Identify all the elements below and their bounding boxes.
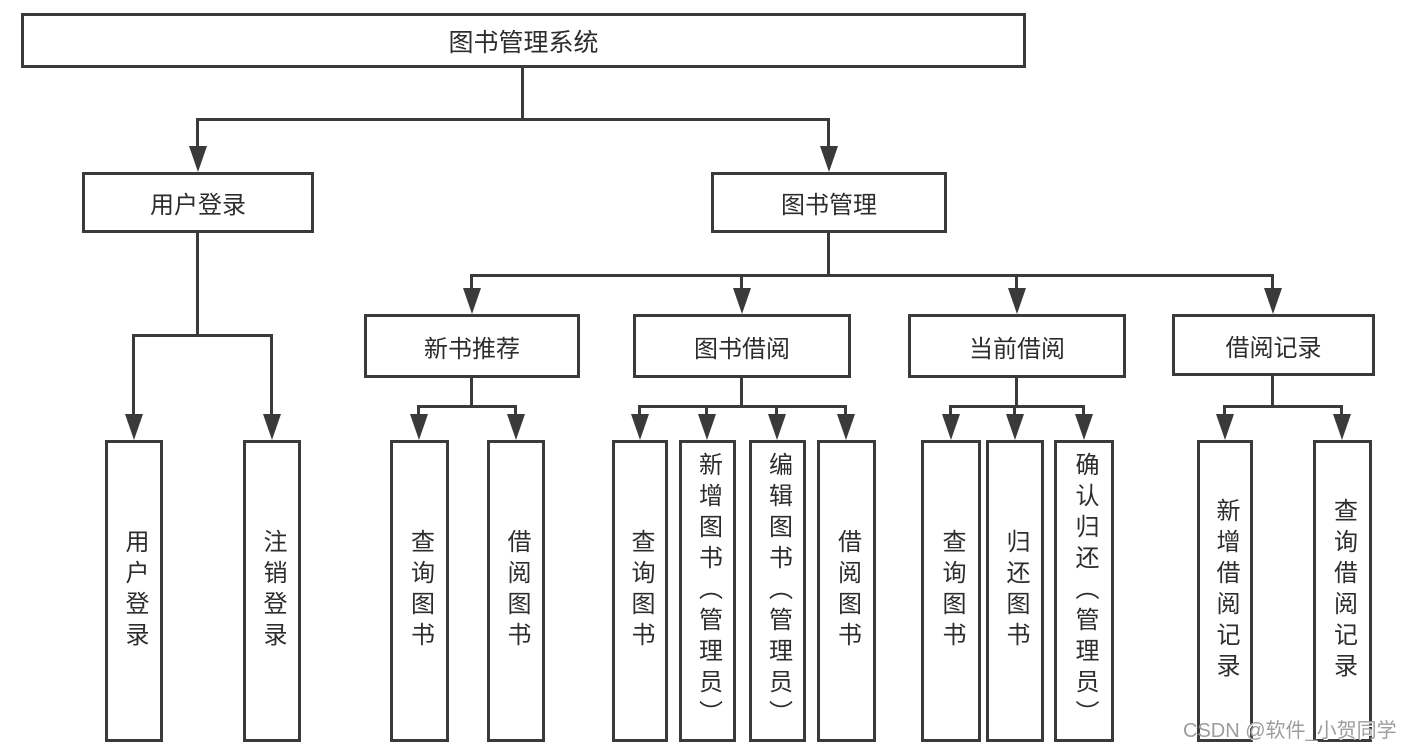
leaf-label: 编辑图书（管理员） <box>764 451 792 731</box>
connector-line <box>417 405 517 408</box>
leaf-borrow-borrow-books: 借阅图书 <box>817 440 876 742</box>
arrow-down-icon <box>820 146 838 172</box>
connector-line <box>1015 376 1018 407</box>
leaf-label: 新增借阅记录 <box>1212 498 1239 684</box>
arrow-down-icon <box>698 414 716 440</box>
leaf-label: 确认归还（管理员） <box>1071 451 1098 731</box>
leaf-label: 查询图书 <box>627 529 654 653</box>
connector-line <box>827 233 830 276</box>
arrow-down-icon <box>507 414 525 440</box>
node-label: 当前借阅 <box>969 335 1065 363</box>
leaf-label: 注销登录 <box>259 529 286 653</box>
connector-line <box>638 405 847 408</box>
arrow-down-icon <box>410 414 428 440</box>
connector-line <box>132 334 135 416</box>
connector-line <box>1223 405 1226 416</box>
leaf-label: 查询图书 <box>938 529 965 653</box>
connector-line <box>775 405 778 416</box>
leaf-label: 查询图书 <box>406 529 434 653</box>
connector-line <box>270 334 273 416</box>
connector-line <box>705 405 708 416</box>
connector-line <box>196 233 199 337</box>
leaf-recommend-query-books: 查询图书 <box>390 440 449 742</box>
leaf-login-user-login: 用户登录 <box>105 440 163 742</box>
connector-line <box>827 118 830 148</box>
node-borrow-records: 借阅记录 <box>1172 314 1375 376</box>
connector-line <box>949 405 1085 408</box>
leaf-records-query-borrow-record: 查询借阅记录 <box>1313 440 1372 742</box>
connector-line <box>132 334 273 337</box>
connector-line <box>1271 374 1274 407</box>
connector-line <box>740 376 743 407</box>
arrow-down-icon <box>733 288 751 314</box>
leaf-label: 用户登录 <box>121 529 148 653</box>
leaf-label: 归还图书 <box>1002 529 1029 653</box>
leaf-borrow-query-books: 查询图书 <box>612 440 668 742</box>
connector-line <box>196 118 830 121</box>
node-label: 新书推荐 <box>424 335 520 363</box>
arrow-down-icon <box>1264 288 1282 314</box>
node-label: 用户登录 <box>150 192 246 219</box>
arrow-down-icon <box>631 414 649 440</box>
arrow-down-icon <box>1333 414 1351 440</box>
arrow-down-icon <box>1006 414 1024 440</box>
connector-line <box>1082 405 1085 416</box>
connector-line <box>470 274 1274 277</box>
connector-line <box>417 405 420 416</box>
connector-line <box>470 274 473 290</box>
arrow-down-icon <box>1075 414 1093 440</box>
node-label: 图书借阅 <box>694 335 790 363</box>
leaf-label: 查询借阅记录 <box>1329 498 1357 684</box>
arrow-down-icon <box>942 414 960 440</box>
connector-line <box>1013 405 1016 416</box>
connector-line <box>196 118 199 148</box>
arrow-down-icon <box>1008 288 1026 314</box>
connector-line <box>844 405 847 416</box>
leaf-borrow-edit-books-admin: 编辑图书（管理员） <box>749 440 806 742</box>
connector-line <box>514 405 517 416</box>
leaf-recommend-borrow-books: 借阅图书 <box>487 440 545 742</box>
arrow-down-icon <box>125 414 143 440</box>
leaf-label: 借阅图书 <box>503 529 530 653</box>
connector-line <box>1015 274 1018 290</box>
arrow-down-icon <box>463 288 481 314</box>
leaf-label: 新增图书（管理员） <box>694 451 722 731</box>
connector-line <box>949 405 952 416</box>
arrow-down-icon <box>837 414 855 440</box>
leaf-records-add-borrow-record: 新增借阅记录 <box>1197 440 1253 742</box>
connector-line <box>740 274 743 290</box>
connector-line <box>638 405 641 416</box>
connector-line <box>1271 274 1274 290</box>
node-new-book-recommend: 新书推荐 <box>364 314 580 378</box>
node-book-borrow: 图书借阅 <box>633 314 851 378</box>
arrow-down-icon <box>263 414 281 440</box>
node-label: 图书管理系统 <box>448 28 599 57</box>
arrow-down-icon <box>189 146 207 172</box>
node-book-management: 图书管理 <box>711 172 947 233</box>
leaf-label: 借阅图书 <box>833 529 861 653</box>
csdn-watermark: CSDN @软件_小贺同学 <box>1183 720 1397 742</box>
connector-line <box>521 68 524 120</box>
connector-line <box>470 376 473 407</box>
connector-line <box>1223 405 1343 408</box>
connector-line <box>1340 405 1343 416</box>
arrow-down-icon <box>768 414 786 440</box>
leaf-login-logout: 注销登录 <box>243 440 301 742</box>
node-label: 图书管理 <box>781 192 877 219</box>
leaf-borrow-add-books-admin: 新增图书（管理员） <box>679 440 736 742</box>
node-user-login: 用户登录 <box>82 172 314 233</box>
node-current-borrow: 当前借阅 <box>908 314 1126 378</box>
leaf-current-confirm-return-admin: 确认归还（管理员） <box>1054 440 1114 742</box>
node-root: 图书管理系统 <box>21 13 1026 68</box>
leaf-current-query-books: 查询图书 <box>921 440 981 742</box>
leaf-current-return-books: 归还图书 <box>986 440 1044 742</box>
arrow-down-icon <box>1216 414 1234 440</box>
node-label: 借阅记录 <box>1225 334 1322 362</box>
